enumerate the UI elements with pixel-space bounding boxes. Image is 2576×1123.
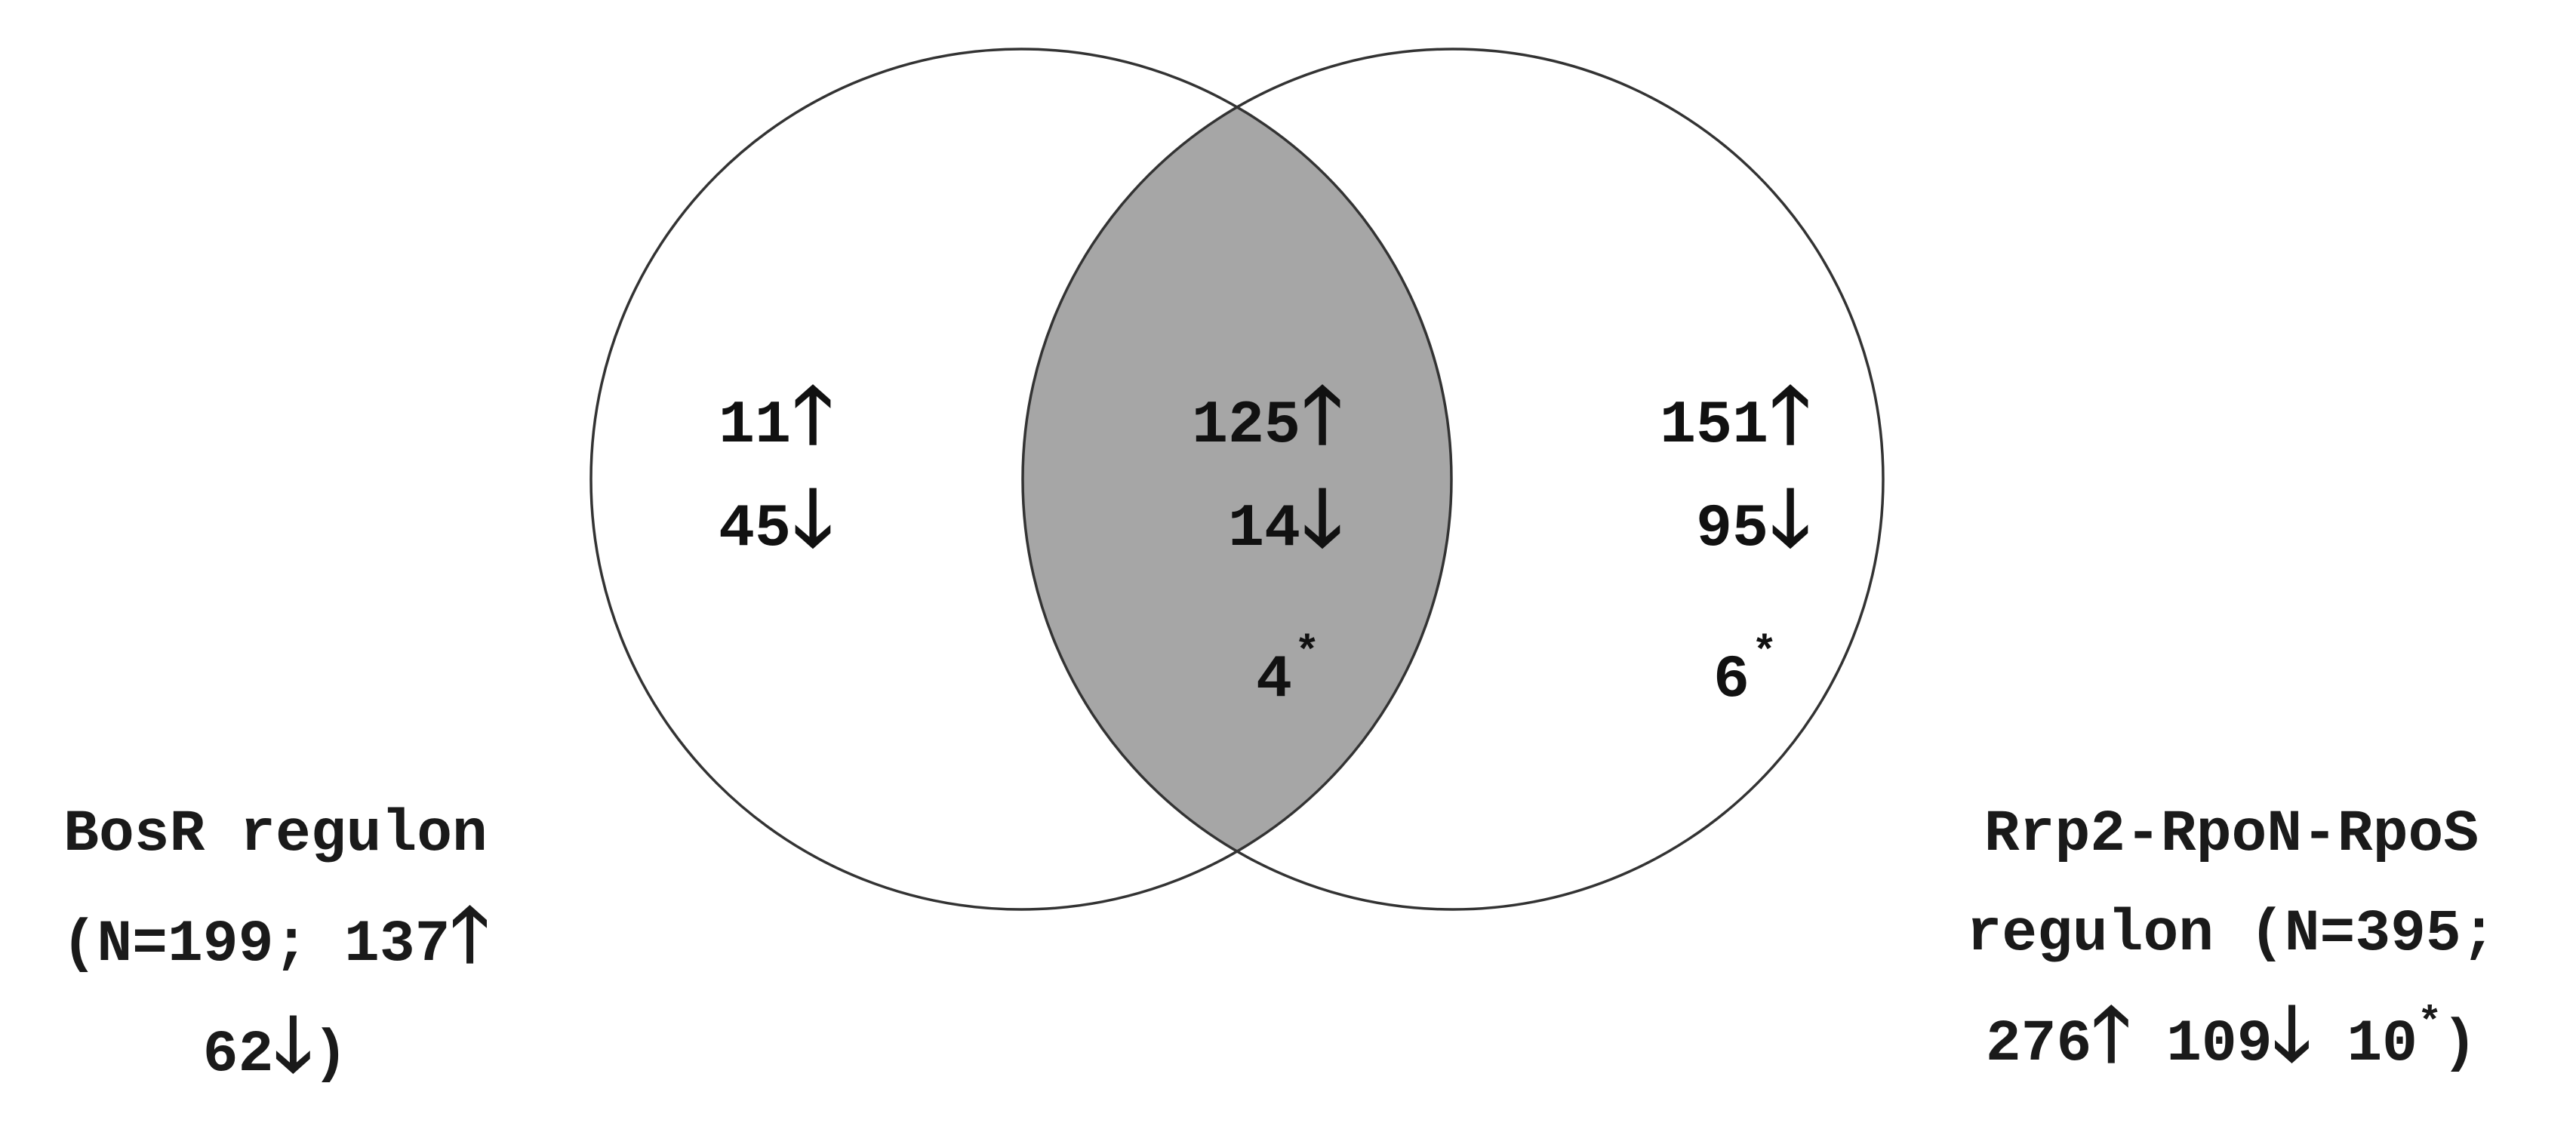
down-arrow-icon: 🡓: [273, 1000, 313, 1088]
rrp2-circle: [1021, 48, 1885, 911]
up-arrow-icon: 🡑: [792, 368, 833, 460]
up-arrow-icon: 🡑: [1302, 368, 1343, 460]
rrp2-regulon-up-total: 276: [1985, 1011, 2092, 1078]
rrp2-only-up-count: 151: [1660, 392, 1768, 460]
bosr-regulon-totals: (N=199; 137: [61, 912, 451, 978]
shared-star-count: 4: [1256, 646, 1292, 715]
rrp2-only-star-count: 6: [1713, 646, 1750, 715]
rrp2-regulon-down-total: 109: [2166, 1011, 2273, 1078]
bosr-only-up-count: 11: [719, 392, 791, 460]
bosr-regulon-title: BosR regulon: [63, 801, 488, 868]
caption-line-3: 276🡑 109🡓 10*): [1887, 984, 2576, 1094]
caption-line-1: BosR regulon: [0, 785, 551, 885]
bosr-only-down-count: 45: [719, 495, 791, 564]
bosr-regulon-down-total: 62: [202, 1022, 274, 1088]
down-arrow-icon: 🡓: [1770, 472, 1811, 564]
up-arrow-icon: 🡑: [2091, 989, 2131, 1078]
rrp2-only-down-count: 95: [1696, 495, 1768, 564]
asterisk-mark: *: [2417, 1001, 2442, 1047]
caption-line-3: 62🡓): [0, 995, 551, 1105]
closing-paren: ): [2442, 1011, 2478, 1078]
rrp2-regulon-title: Rrp2-RpoN-RpoS: [1984, 801, 2479, 868]
rrp2-regulon-total: regulon (N=395;: [1966, 901, 2497, 968]
up-arrow-icon: 🡑: [450, 890, 490, 978]
rrp2-regulon-star-total: 10: [2347, 1011, 2418, 1078]
bosr-circle: [589, 48, 1453, 911]
intersection-region: [1023, 49, 1451, 909]
rrp2-regulon-caption: Rrp2-RpoN-RpoS regulon (N=395; 276🡑 109🡓…: [1887, 785, 2576, 1094]
down-arrow-icon: 🡓: [792, 472, 833, 564]
caption-line-1: Rrp2-RpoN-RpoS: [1887, 785, 2576, 885]
caption-line-2: regulon (N=395;: [1887, 885, 2576, 984]
up-arrow-icon: 🡑: [1770, 368, 1811, 460]
down-arrow-icon: 🡓: [2272, 989, 2312, 1078]
asterisk-mark: *: [1752, 629, 1777, 677]
caption-line-2: (N=199; 137🡑: [0, 885, 551, 995]
closing-paren: ): [312, 1022, 349, 1088]
down-arrow-icon: 🡓: [1302, 472, 1343, 564]
shared-down-count: 14: [1228, 495, 1300, 564]
bosr-regulon-caption: BosR regulon (N=199; 137🡑 62🡓): [0, 785, 551, 1105]
asterisk-mark: *: [1294, 629, 1320, 677]
shared-up-count: 125: [1192, 392, 1300, 460]
